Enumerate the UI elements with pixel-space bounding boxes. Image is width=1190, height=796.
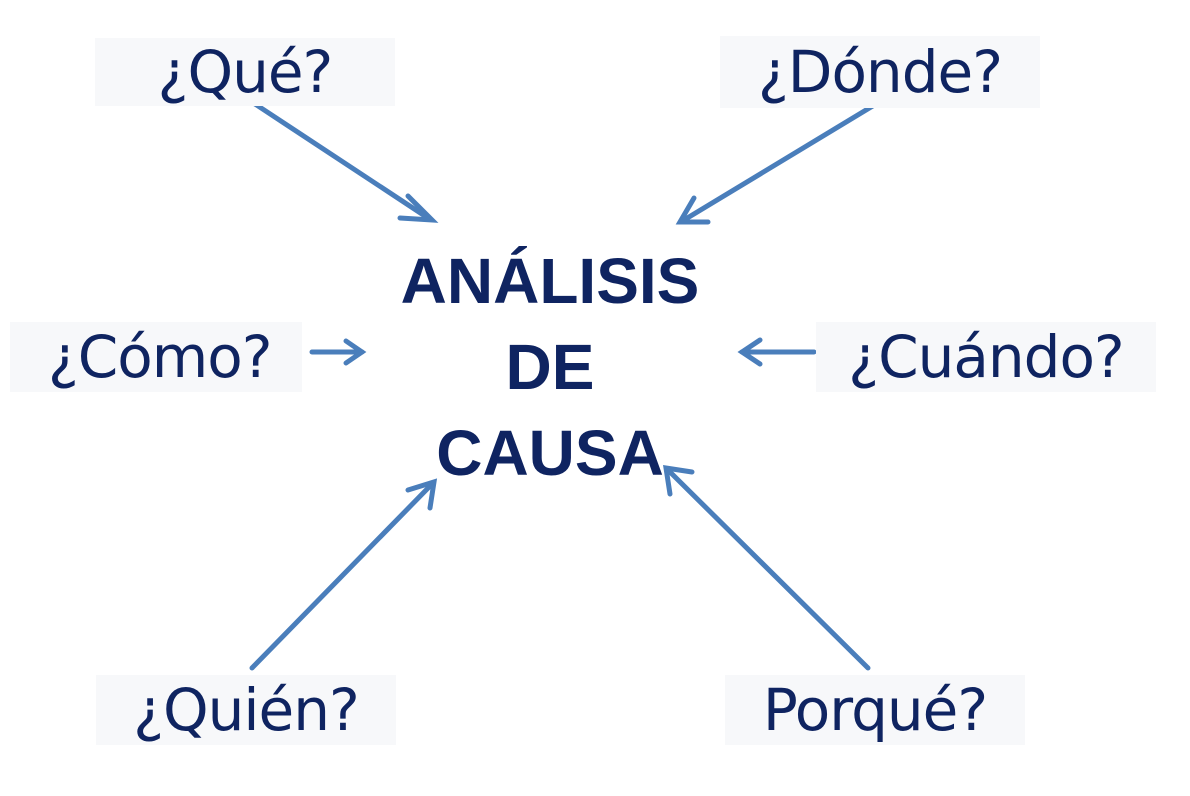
arrow-porque [665,467,871,671]
question-como: ¿Cómo? [10,322,302,392]
question-quien-text: ¿Quién? [133,676,360,744]
arrow-cuando-head [737,337,763,367]
center-title-line-1: ANÁLISIS [400,245,700,317]
arrow-como-head [343,338,367,366]
question-cuando-text: ¿Cuándo? [848,323,1124,391]
question-porque: Porqué? [725,675,1025,745]
arrow-quien-head [405,478,438,511]
question-donde-text: ¿Dónde? [758,38,1003,106]
center-title-line-2: DE [505,331,595,403]
arrow-que [249,99,431,221]
arrow-que-head [397,193,439,223]
question-que-text: ¿Qué? [157,38,334,106]
center-title-line-3: CAUSA [436,417,664,489]
question-que: ¿Qué? [95,38,395,106]
question-donde: ¿Dónde? [720,36,1040,108]
arrow-donde-head [675,195,711,225]
question-porque-text: Porqué? [762,676,988,744]
question-cuando: ¿Cuándo? [816,322,1156,392]
arrow-donde [681,101,879,223]
question-como-text: ¿Cómo? [48,323,273,391]
arrow-quien [249,481,435,671]
center-title: ANÁLISIS DE CAUSA [380,238,720,496]
question-quien: ¿Quién? [96,675,396,745]
arrow-porque-head [663,465,695,497]
